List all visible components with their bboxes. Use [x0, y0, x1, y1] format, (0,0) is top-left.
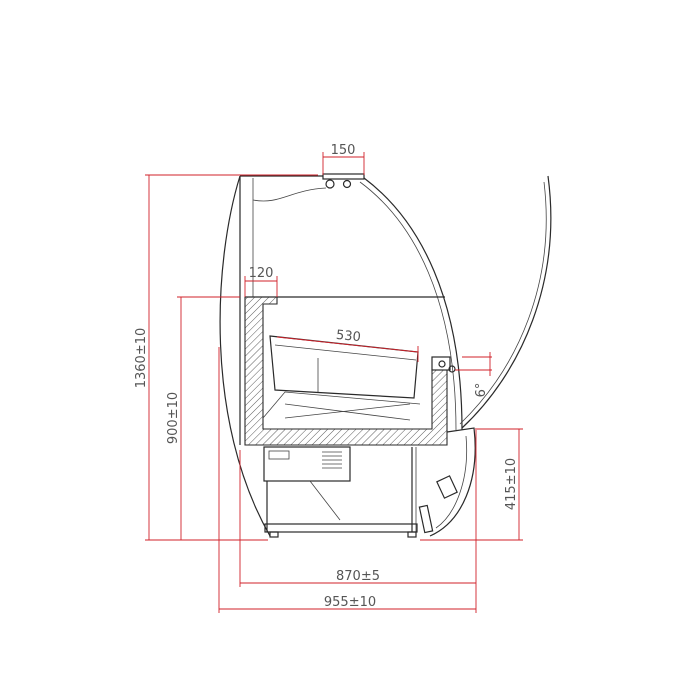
cabinet-outline [219, 173, 552, 538]
compressor-unit [263, 446, 351, 482]
gastronorm-trays [262, 335, 421, 421]
dim-total-height: 1360±10 [134, 328, 149, 389]
top-light-profile [322, 173, 365, 180]
dimension-labels: 150 120 530 6° 1360±10 900±10 415±10 870… [134, 143, 519, 610]
dimension-lines [145, 152, 523, 613]
outer-curved-glass [461, 175, 552, 429]
dim-body-depth: 870±5 [336, 569, 380, 584]
base-frame [264, 523, 418, 533]
front-lower-panel [429, 427, 476, 537]
dim-total-depth: 955±10 [324, 595, 376, 610]
dim-counter-height: 900±10 [166, 392, 181, 444]
dim-tray-length: 530 [335, 328, 361, 346]
dim-glass-angle: 6° [474, 383, 489, 398]
dim-top-width: 150 [331, 143, 356, 158]
dim-wall-width: 120 [249, 266, 274, 281]
rear-curved-panel [219, 175, 271, 537]
dim-front-height: 415±10 [504, 458, 519, 510]
inner-curved-glass [363, 177, 463, 431]
insulated-tub [244, 296, 448, 446]
